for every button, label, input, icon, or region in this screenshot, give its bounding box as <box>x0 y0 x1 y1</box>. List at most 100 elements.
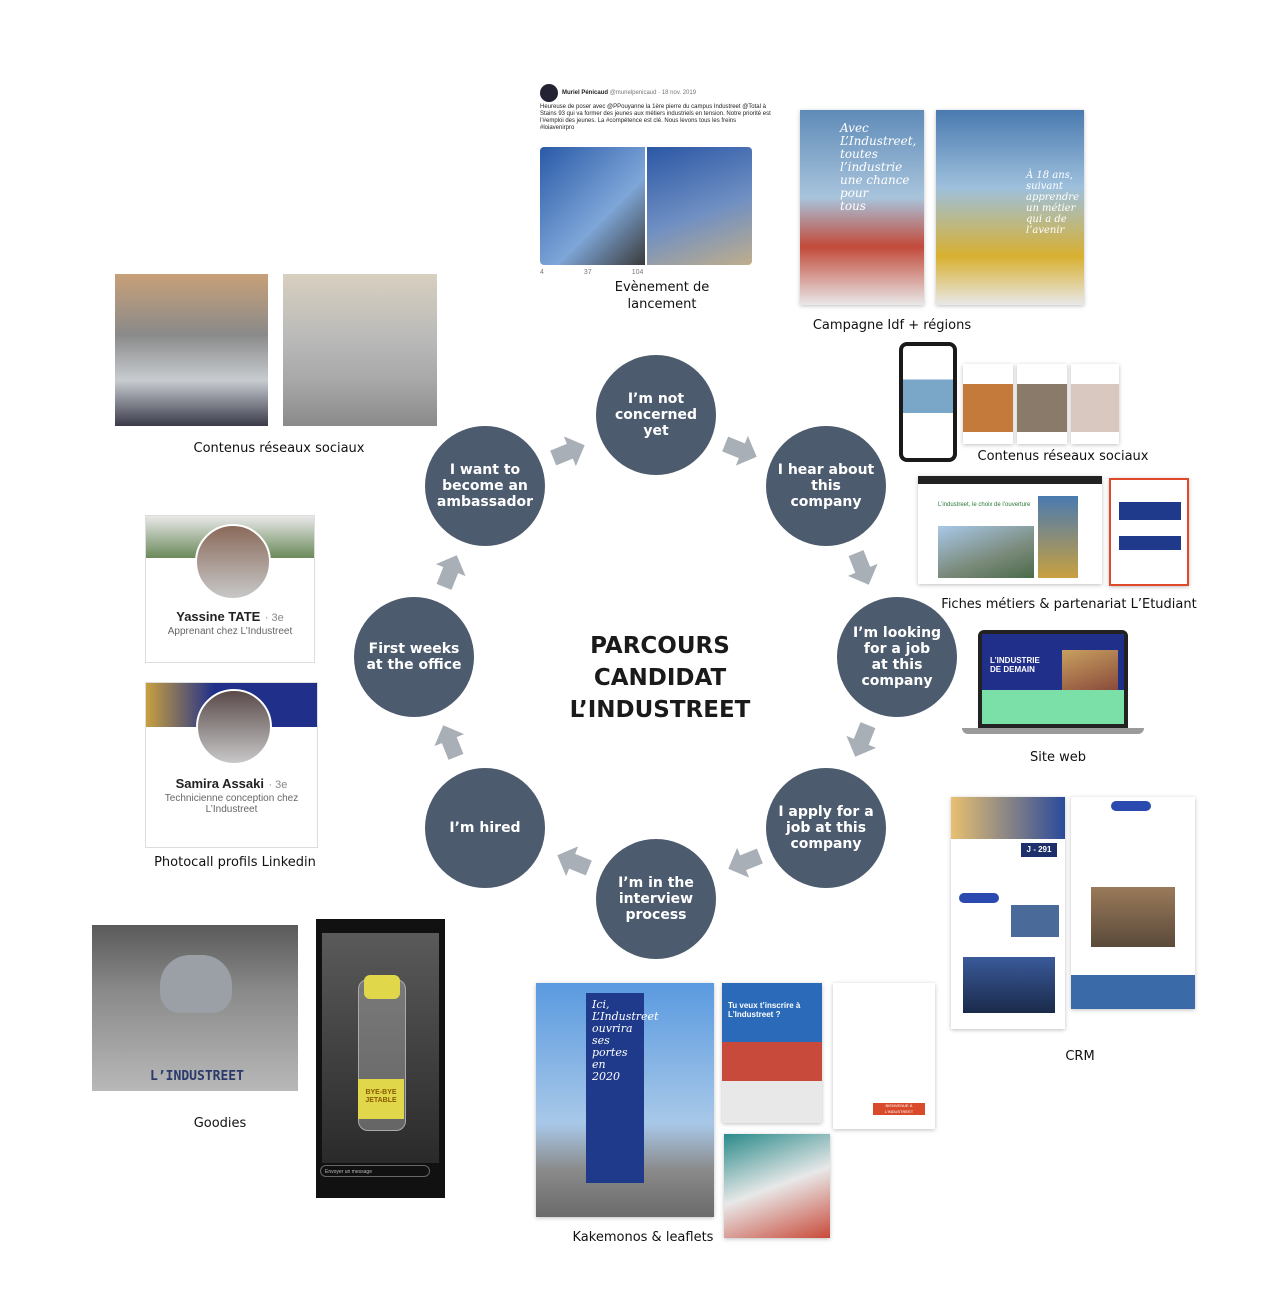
node-text: at this <box>871 657 923 673</box>
sweater-photo: L’INDUSTREET <box>92 925 298 1091</box>
arrow-icon <box>557 846 592 877</box>
kakemono-text: ouvrira <box>592 1022 633 1035</box>
retweet-count: 37 <box>583 269 592 276</box>
etudiant-webpage: L’industreet, le choix de l’ouverture <box>918 476 1102 584</box>
caption-photocall: Photocall profils Linkedin <box>154 855 316 870</box>
caption-crm: CRM <box>1065 1049 1095 1064</box>
tweet-text: Heureuse de poser avec @PPouyanne la 1èr… <box>540 104 771 131</box>
node-text: concerned <box>614 407 698 423</box>
node-text: company <box>790 494 862 510</box>
title-line-2: CANDIDAT <box>593 665 727 691</box>
webpage-ad <box>1038 496 1078 578</box>
kakemono-banner: Ici, L’Industreet ouvrira ses portes en … <box>586 993 659 1183</box>
leaflet-back: BIENVENUE À L’INDUSTREET <box>833 983 935 1129</box>
kakemono-text: portes <box>592 1046 628 1059</box>
like-count: 104 <box>631 269 644 276</box>
node-text: this <box>811 478 841 494</box>
arrow-icon <box>550 436 585 467</box>
tweet-photo-1 <box>540 147 645 265</box>
bottle-label-text: JETABLE <box>365 1097 397 1104</box>
arrow-icon <box>847 550 878 585</box>
phone-screen <box>903 346 953 458</box>
linkedin-card-1: Yassine TATE · 3e Apprenant chez L’Indus… <box>145 515 315 663</box>
node-hired: I’m hired <box>425 768 545 888</box>
linkedin-role: Apprenant chez L’Industreet <box>167 626 293 637</box>
caption-goodies: Goodies <box>193 1116 247 1131</box>
avatar <box>195 524 271 600</box>
poster-text: À 18 ans, <box>1026 170 1074 181</box>
caption-fiches: Fiches métiers & partenariat L’Etudiant <box>941 597 1197 612</box>
caption-line: lancement <box>627 297 697 312</box>
tweet-photo-2 <box>647 147 752 265</box>
poster-text: l’avenir <box>1026 225 1065 236</box>
social-photo-group-1 <box>115 274 268 426</box>
tweet-handle: @murielpenicaud · 18 nov. 2019 <box>609 89 697 96</box>
caption-line: Evènement de <box>614 280 710 295</box>
node-text: I’m in the <box>618 875 694 891</box>
caption-reseaux-right: Contenus réseaux sociaux <box>977 449 1149 464</box>
social-post-3 <box>1071 364 1119 444</box>
diagram-title: PARCOURS CANDIDAT L’INDUSTREET <box>560 630 760 726</box>
crm-email-1: J - 291 <box>951 797 1065 1029</box>
story-message-input[interactable]: Envoyer un message <box>320 1165 430 1177</box>
poster-text: Avec <box>840 121 869 135</box>
bottle-label: BYE-BYE JETABLE <box>358 1079 404 1119</box>
node-text: I’m hired <box>449 820 521 836</box>
poster-text: suivant <box>1026 181 1063 192</box>
node-text: job at this <box>785 820 867 836</box>
poster-text: tous <box>840 199 866 213</box>
site-banner-text: L’INDUSTRIE DE DEMAIN <box>990 656 1040 674</box>
leaflet-cta: BIENVENUE À L’INDUSTREET <box>873 1103 925 1115</box>
title-line-3: L’INDUSTREET <box>569 697 751 723</box>
rollup-photo <box>724 1134 830 1238</box>
sweater-text: L’INDUSTREET <box>150 1069 244 1084</box>
poster-text: qui a de <box>1026 214 1067 225</box>
poster-text: toutes <box>840 147 878 161</box>
arrow-icon <box>728 847 763 878</box>
poster-text: apprendre <box>1026 192 1080 203</box>
campaign-poster-right: À 18 ans, suivant apprendre un métier qu… <box>936 110 1084 305</box>
crm-counter: J - 291 <box>1021 843 1057 857</box>
laptop-screen: L’INDUSTRIE DE DEMAIN <box>978 630 1128 728</box>
reply-count: 4 <box>540 269 544 276</box>
kakemono-text: L’Industreet <box>592 1010 659 1023</box>
arrow-icon <box>846 722 877 757</box>
campaign-poster-left: Avec L’Industreet, toutes l’industrie un… <box>800 110 924 305</box>
avatar <box>196 689 272 765</box>
node-text: yet <box>643 423 669 439</box>
poster-text: une chance <box>840 173 910 187</box>
arrow-icon <box>435 555 466 590</box>
node-text: I hear about <box>777 462 875 478</box>
webpage-photo <box>938 526 1034 578</box>
linkedin-name: Yassine TATE <box>176 609 261 624</box>
node-text: I want to <box>449 462 521 478</box>
node-text: company <box>861 673 933 689</box>
node-text: I apply for a <box>778 804 874 820</box>
node-text: become an <box>442 478 528 494</box>
kakemono-text: en <box>592 1058 606 1071</box>
arrow-icon <box>722 435 757 466</box>
node-text: process <box>625 907 687 923</box>
kakemono-text: ses <box>592 1034 610 1047</box>
linkedin-degree: · 3e <box>268 779 288 791</box>
leaflet-title: Tu veux t’inscrire à L’Industreet ? <box>728 1001 801 1019</box>
laptop-base <box>962 728 1144 734</box>
linkedin-name: Samira Assaki <box>175 776 264 791</box>
caption-campagne: Campagne Idf + régions <box>812 318 972 333</box>
leaflet-front: Tu veux t’inscrire à L’Industreet ? <box>722 983 822 1123</box>
node-text: at the office <box>366 657 462 673</box>
social-post-2 <box>1017 364 1067 444</box>
node-text: I’m not <box>627 391 685 407</box>
caption-reseaux-left: Contenus réseaux sociaux <box>193 441 365 456</box>
kakemono-text: Ici, <box>592 998 610 1011</box>
fiche-metier-leaflet <box>1109 478 1189 586</box>
linkedin-role: Technicienne conception chez L’Industree… <box>164 793 299 815</box>
node-text: ambassador <box>436 494 534 510</box>
caption-site: Site web <box>1030 750 1086 765</box>
